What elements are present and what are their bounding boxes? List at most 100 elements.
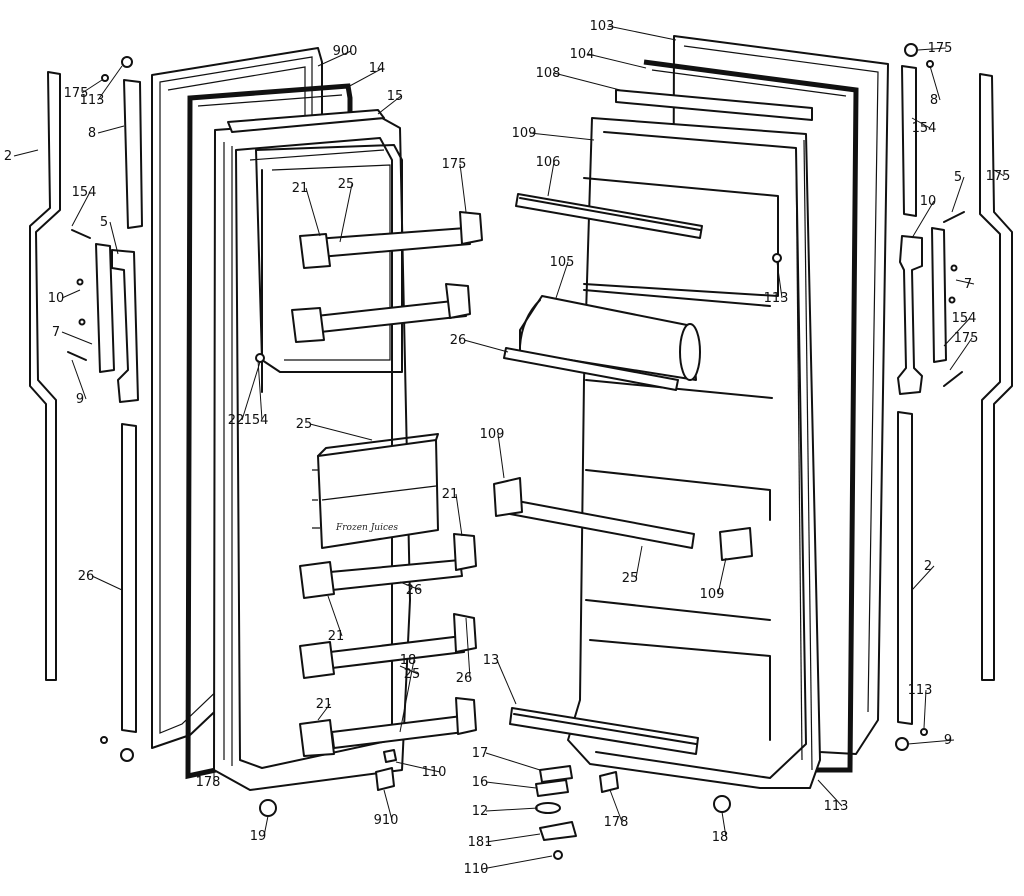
part-number-110: 110 bbox=[422, 765, 447, 780]
left-shelf-5 bbox=[299, 697, 477, 757]
part-number-2: 2 bbox=[924, 559, 932, 574]
callout-leader bbox=[399, 659, 415, 733]
part-number-16: 16 bbox=[472, 775, 489, 790]
part-number-2: 2 bbox=[4, 149, 12, 164]
callout-leader bbox=[717, 557, 727, 595]
callout-leader bbox=[929, 65, 941, 101]
right-shelf-middle bbox=[493, 477, 753, 561]
callout-leader bbox=[241, 361, 261, 421]
callout-leader bbox=[949, 337, 973, 371]
callout-leader bbox=[587, 53, 647, 69]
right-door-compartment-frames bbox=[583, 177, 779, 741]
callout-leader bbox=[81, 79, 103, 94]
callout-leader bbox=[345, 67, 384, 89]
callout-leader bbox=[553, 72, 621, 91]
callout-leader bbox=[721, 811, 727, 838]
callout-leader bbox=[609, 789, 623, 823]
callout-leader bbox=[635, 545, 643, 579]
part-number-175: 175 bbox=[442, 157, 467, 172]
part-number-26: 26 bbox=[456, 671, 473, 686]
part-number-18: 18 bbox=[400, 653, 417, 668]
callout-leader bbox=[317, 50, 352, 67]
part-number-113: 113 bbox=[80, 93, 105, 108]
part-number-109: 109 bbox=[512, 126, 537, 141]
callout-leader bbox=[383, 789, 393, 821]
callout-leader bbox=[911, 565, 935, 591]
callout-leader bbox=[923, 689, 927, 729]
part-number-9: 9 bbox=[944, 733, 952, 748]
callout-leader bbox=[395, 761, 441, 773]
callout-leader bbox=[496, 659, 517, 705]
part-number-178: 178 bbox=[604, 815, 629, 830]
left-door-trim-strip bbox=[227, 109, 385, 133]
callout-leader bbox=[399, 665, 419, 675]
callout-leader bbox=[399, 581, 421, 591]
part-number-21: 21 bbox=[316, 697, 333, 712]
callout-leader bbox=[943, 317, 971, 347]
callout-leader bbox=[109, 221, 119, 255]
callout-leader bbox=[13, 149, 39, 157]
part-number-13: 13 bbox=[483, 653, 500, 668]
callout-leader bbox=[547, 161, 555, 197]
callout-leader bbox=[529, 132, 595, 141]
right-door-liner bbox=[567, 117, 821, 789]
callout-leader bbox=[607, 25, 677, 41]
callout-leader bbox=[917, 47, 947, 51]
callout-leader bbox=[327, 595, 343, 637]
part-number-113: 113 bbox=[824, 799, 849, 814]
left-shelf-4 bbox=[299, 613, 477, 679]
part-number-175: 175 bbox=[64, 86, 89, 101]
part-number-25: 25 bbox=[622, 571, 639, 586]
callout-leader bbox=[463, 339, 509, 353]
left-hinge-strip-9 bbox=[121, 423, 137, 733]
part-number-108: 108 bbox=[536, 66, 561, 81]
part-number-18: 18 bbox=[712, 830, 729, 845]
part-number-175: 175 bbox=[986, 169, 1011, 184]
part-number-8: 8 bbox=[930, 93, 938, 108]
callout-leader bbox=[817, 779, 843, 807]
part-number-7: 7 bbox=[964, 277, 972, 292]
callout-leader bbox=[455, 493, 463, 537]
juice-can-dispenser: Frozen Juices bbox=[312, 433, 439, 549]
part-number-109: 109 bbox=[480, 427, 505, 442]
callout-leader bbox=[459, 163, 467, 213]
callout-leader bbox=[61, 331, 93, 345]
part-number-7: 7 bbox=[52, 325, 60, 340]
right-hinge-strip-9 bbox=[897, 411, 913, 725]
part-number-21: 21 bbox=[442, 487, 459, 502]
callout-leader bbox=[317, 703, 331, 721]
left-fasteners bbox=[67, 56, 397, 817]
part-number-22: 22 bbox=[228, 413, 245, 428]
part-number-175: 175 bbox=[928, 41, 953, 56]
part-number-26: 26 bbox=[78, 569, 95, 584]
right-handle-7 bbox=[897, 227, 947, 395]
part-number-154: 154 bbox=[72, 185, 97, 200]
callout-leader bbox=[91, 575, 123, 591]
callout-leader bbox=[955, 279, 975, 285]
part-number-103: 103 bbox=[590, 19, 615, 34]
juice-dispenser-label: Frozen Juices bbox=[335, 523, 398, 533]
right-top-hinge-8 bbox=[901, 65, 917, 217]
callout-leader bbox=[555, 261, 569, 299]
part-number-19: 19 bbox=[250, 829, 267, 844]
callout-leader bbox=[993, 169, 1005, 177]
part-number-910: 910 bbox=[374, 813, 399, 828]
callout-leader bbox=[497, 433, 505, 479]
part-number-154: 154 bbox=[912, 121, 937, 136]
part-number-26: 26 bbox=[450, 333, 467, 348]
callout-leader bbox=[97, 65, 123, 101]
callout-leader bbox=[951, 176, 965, 213]
part-number-104: 104 bbox=[570, 47, 595, 62]
dairy-shelf bbox=[503, 347, 679, 391]
part-number-10: 10 bbox=[920, 194, 937, 209]
part-number-178: 178 bbox=[196, 775, 221, 790]
callout-leader bbox=[263, 815, 269, 837]
part-number-110: 110 bbox=[464, 862, 489, 877]
part-number-9: 9 bbox=[76, 392, 84, 407]
part-number-900: 900 bbox=[333, 44, 358, 59]
callout-leader bbox=[907, 739, 955, 745]
part-number-5: 5 bbox=[954, 170, 962, 185]
left-shelf-3 bbox=[299, 533, 477, 599]
callout-leader bbox=[485, 781, 537, 789]
